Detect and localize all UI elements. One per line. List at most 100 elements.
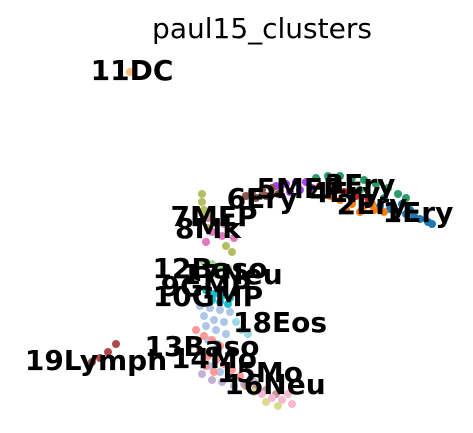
- point-2Ery-8: [356, 208, 364, 216]
- point-5MEP-3: [302, 178, 310, 186]
- cluster-label-6Ery: 6Ery: [227, 182, 298, 215]
- point-6Ery-2: [268, 184, 276, 192]
- point-17Neu-1: [262, 398, 270, 406]
- point-10GMP-7: [202, 322, 210, 330]
- plot-title: paul15_clusters: [152, 12, 372, 45]
- point-3Ery-0: [312, 174, 320, 182]
- point-6Ery-6: [242, 192, 250, 200]
- point-13Baso-9: [236, 372, 244, 380]
- point-8Mk-0: [198, 190, 206, 198]
- point-18Eos-1: [238, 326, 246, 334]
- point-7MEP-6: [230, 234, 238, 242]
- point-13Baso-7: [220, 360, 228, 368]
- point-17Neu-0: [250, 388, 258, 396]
- point-4Ery-0: [316, 182, 324, 190]
- point-3Ery-4: [360, 176, 368, 184]
- point-1Ery-4: [410, 212, 418, 220]
- cluster-label-3Ery: 3Ery: [325, 168, 396, 201]
- point-13Baso-11: [210, 368, 218, 376]
- point-14Mo-3: [230, 382, 238, 390]
- point-8Mk-4: [196, 218, 204, 226]
- cluster-label-14Mo: 14Mo: [171, 342, 257, 375]
- point-7MEP-1: [212, 218, 220, 226]
- point-6Ery-4: [262, 192, 270, 200]
- point-1Ery-7: [428, 220, 436, 228]
- point-3Ery-10: [356, 186, 364, 194]
- point-10GMP-0: [196, 302, 204, 310]
- point-2Ery-7: [342, 206, 350, 214]
- point-10GMP-5: [210, 316, 218, 324]
- point-1Ery-9: [406, 206, 414, 214]
- point-16Neu-3: [288, 400, 296, 408]
- point-3Ery-8: [402, 194, 410, 202]
- point-19Lymph-0: [88, 358, 96, 366]
- point-3Ery-5: [372, 180, 380, 188]
- cluster-label-8Mk: 8Mk: [175, 212, 242, 245]
- point-5MEP-6: [308, 184, 316, 192]
- point-8Mk-1: [198, 198, 206, 206]
- points-layer: [88, 68, 436, 410]
- point-12Baso-5: [220, 274, 228, 282]
- cluster-label-15Mo: 15Mo: [217, 356, 303, 389]
- point-1Ery-8: [398, 200, 406, 208]
- cluster-label-16Neu: 16Neu: [224, 368, 325, 401]
- point-14Mo-0: [198, 370, 206, 378]
- point-9GMP-4: [208, 296, 216, 304]
- cluster-label-5MEP: 5MEP: [257, 172, 344, 205]
- point-10GMP-2: [216, 306, 224, 314]
- cluster-label-18Eos: 18Eos: [233, 306, 327, 339]
- point-8Mk-6: [222, 242, 230, 250]
- point-13Baso-1: [200, 332, 208, 340]
- point-3Ery-9: [380, 194, 388, 202]
- point-16Neu-4: [284, 390, 292, 398]
- point-16Neu-2: [278, 396, 286, 404]
- point-2Ery-3: [360, 202, 368, 210]
- point-7MEP-7: [202, 238, 210, 246]
- point-8Mk-7: [228, 248, 236, 256]
- point-10GMP-9: [222, 330, 230, 338]
- point-11DC-0: [126, 68, 134, 76]
- point-6Ery-5: [274, 190, 282, 198]
- point-5MEP-4: [286, 188, 294, 196]
- point-2Ery-9: [368, 200, 376, 208]
- point-3Ery-2: [336, 172, 344, 180]
- point-8Mk-3: [202, 212, 210, 220]
- point-14Mo-2: [218, 378, 226, 386]
- point-13Baso-5: [204, 352, 212, 360]
- point-4Ery-2: [340, 188, 348, 196]
- point-4Ery-4: [364, 194, 372, 202]
- point-6Ery-3: [252, 194, 260, 202]
- point-7MEP-5: [218, 232, 226, 240]
- point-1Ery-1: [386, 205, 394, 213]
- point-12Baso-2: [216, 262, 224, 270]
- point-16Neu-0: [258, 390, 266, 398]
- point-13Baso-0: [192, 326, 200, 334]
- point-9GMP-0: [202, 286, 210, 294]
- point-1Ery-5: [416, 215, 424, 223]
- cluster-label-11DC: 11DC: [91, 54, 174, 87]
- point-3Ery-3: [348, 174, 356, 182]
- point-14Mo-1: [208, 376, 216, 384]
- point-16Neu-1: [268, 394, 276, 402]
- point-13Baso-8: [228, 366, 236, 374]
- point-13Baso-4: [196, 346, 204, 354]
- point-13Baso-10: [202, 362, 210, 370]
- point-18Eos-0: [232, 318, 240, 326]
- point-7MEP-3: [228, 222, 236, 230]
- point-10GMP-1: [206, 304, 214, 312]
- point-19Lymph-3: [112, 340, 120, 348]
- cluster-label-10GMP: 10GMP: [153, 280, 263, 313]
- point-3Ery-7: [394, 190, 402, 198]
- point-9GMP-6: [224, 300, 232, 308]
- point-10GMP-6: [220, 318, 228, 326]
- point-4Ery-3: [352, 192, 360, 200]
- cluster-label-1Ery: 1Ery: [383, 196, 454, 229]
- point-10GMP-3: [226, 308, 234, 316]
- point-12Baso-4: [212, 270, 220, 278]
- cluster-label-12Baso: 12Baso: [152, 252, 267, 285]
- cluster-label-19Lymph: 19Lymph: [25, 344, 167, 377]
- point-3Ery-1: [324, 172, 332, 180]
- point-6Ery-0: [248, 188, 256, 196]
- point-10GMP-14: [228, 374, 236, 382]
